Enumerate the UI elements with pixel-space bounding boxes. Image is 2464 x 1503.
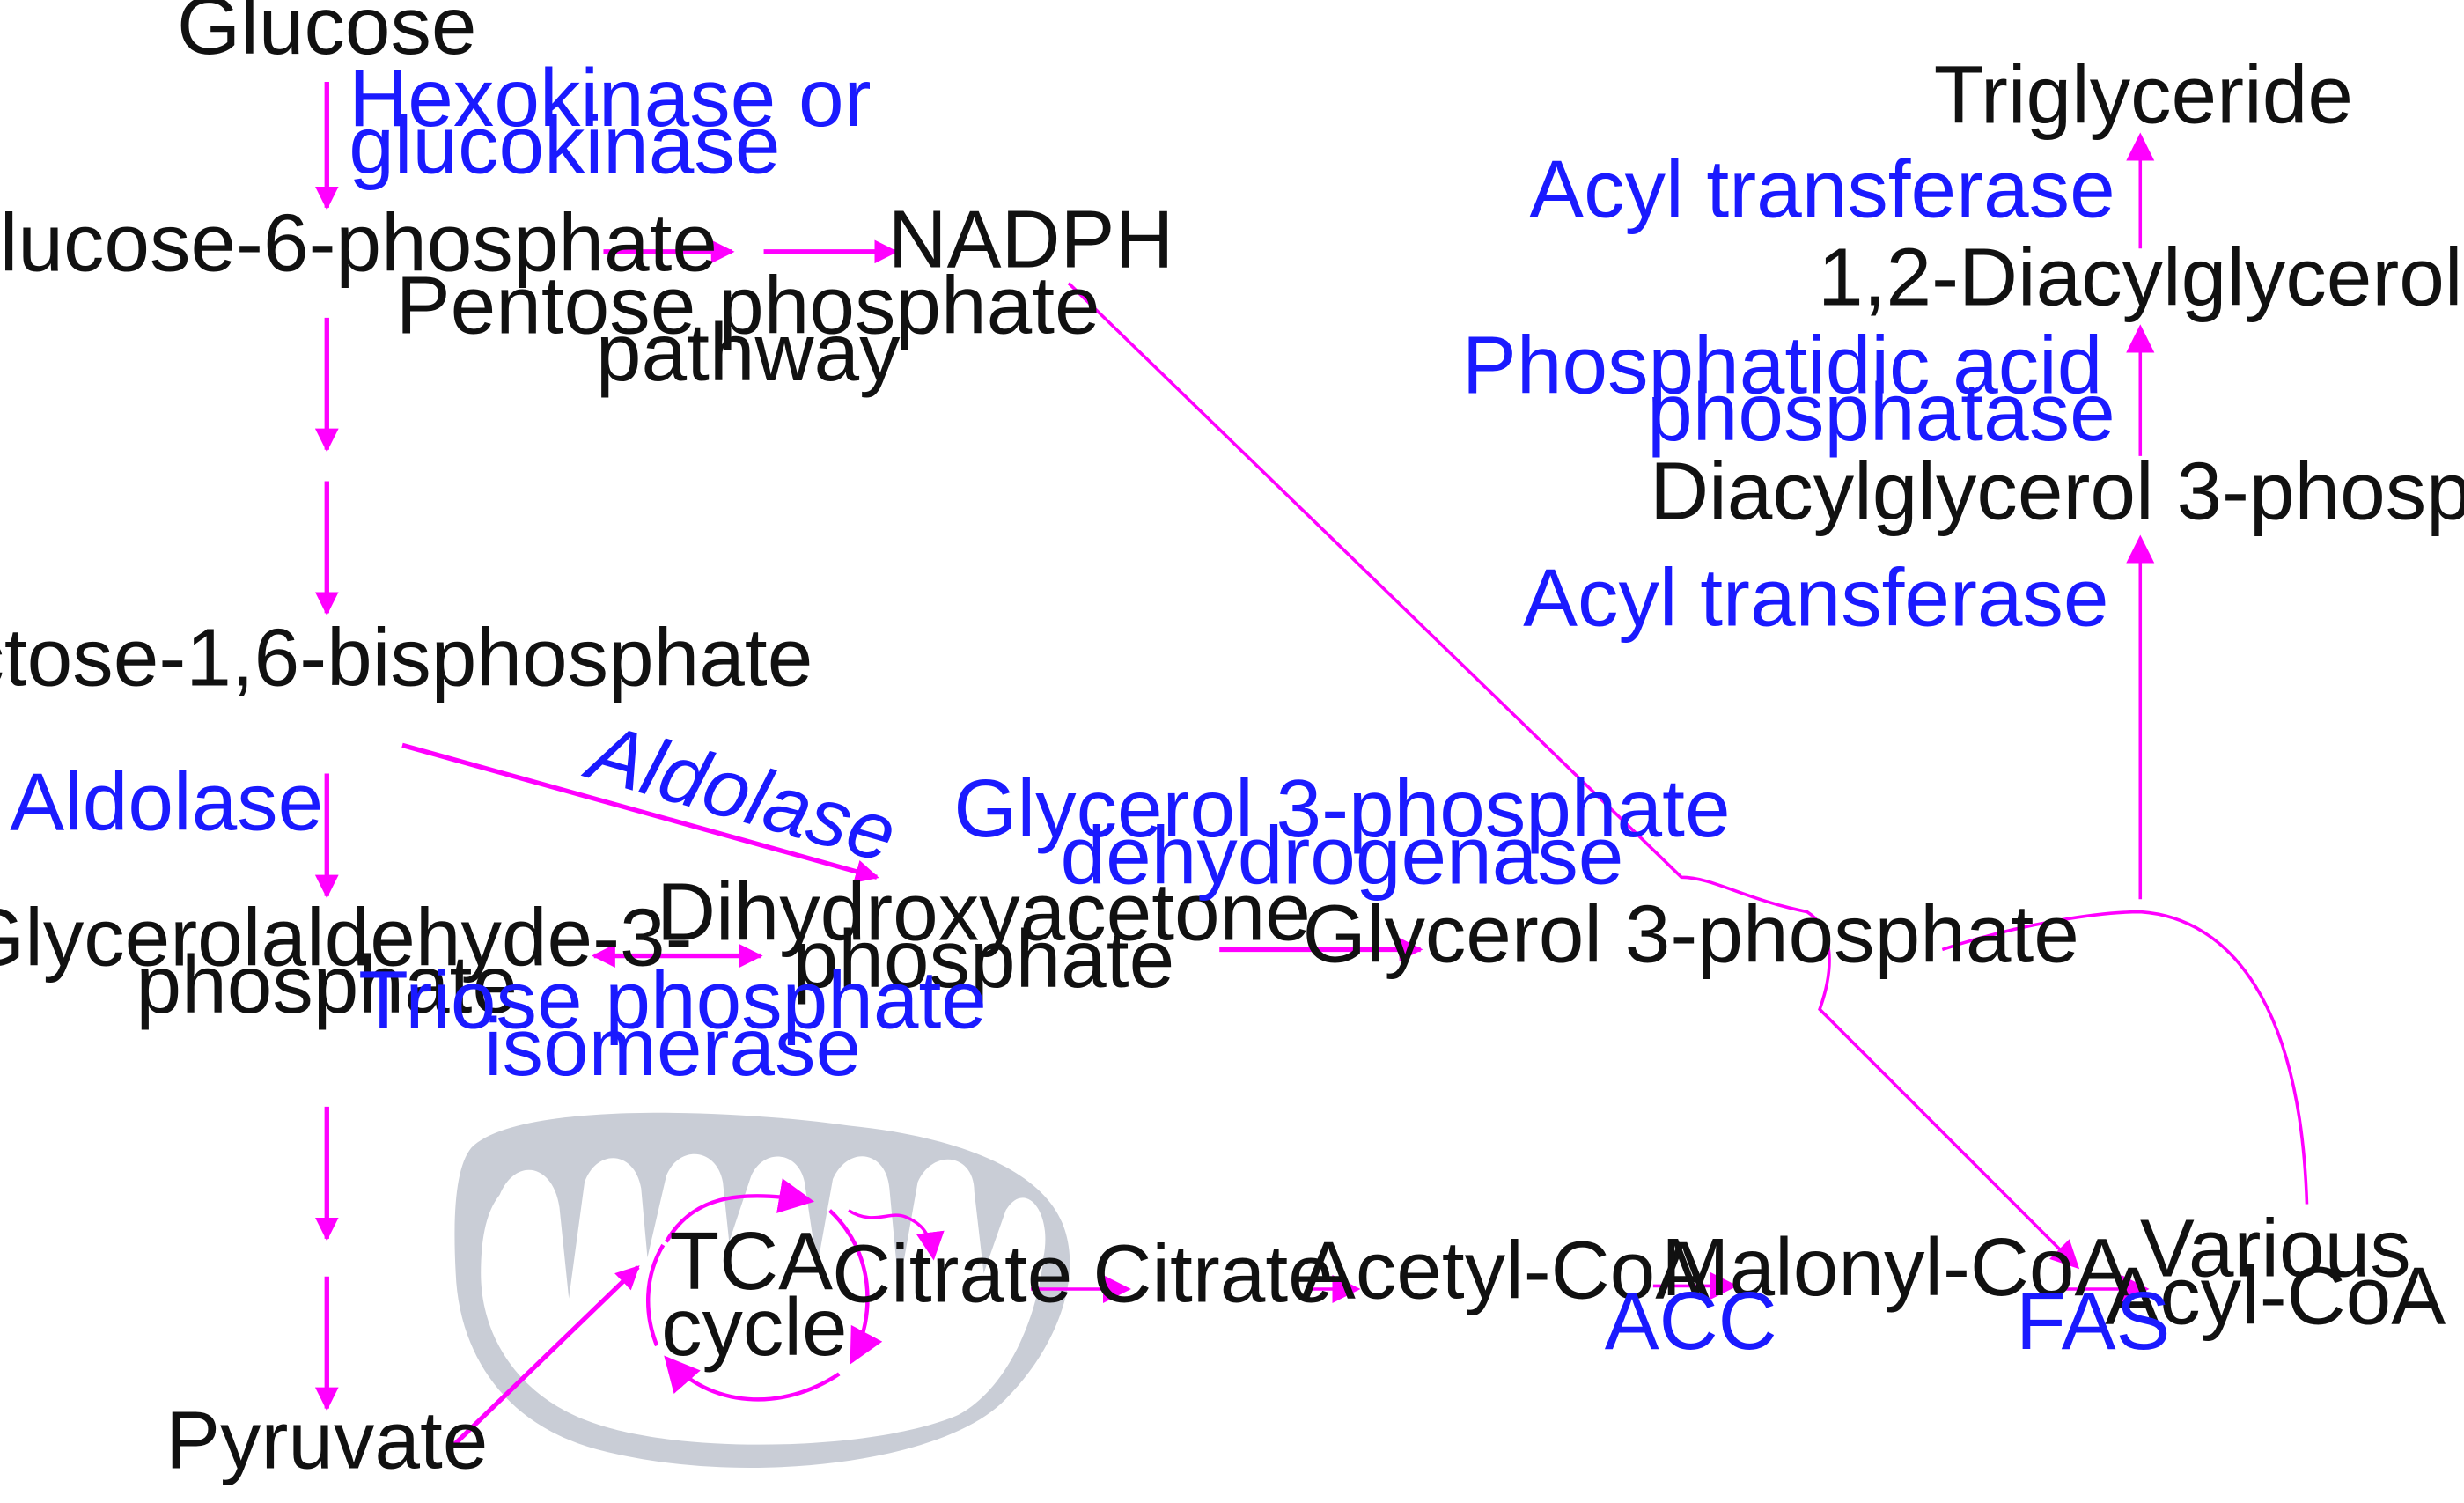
enzyme-acc: ACC bbox=[1605, 1275, 1777, 1367]
label-glucose: Glucose bbox=[177, 0, 476, 71]
enzyme-aldolase-left: Aldolase bbox=[10, 756, 323, 848]
label-tca-line-2: cycle bbox=[661, 1281, 847, 1373]
enzyme-hexokinase-line-1: Hexokinase or bbox=[349, 52, 871, 144]
label-acyl-coa-line-2: Acyl-CoA bbox=[2105, 1249, 2446, 1341]
pathway-arrows bbox=[401, 132, 2309, 1448]
label-fructose-bisphosphate: Fructose-1,6-bisphosphate bbox=[0, 612, 813, 704]
tca-cycle-circle-arrow-left bbox=[646, 1243, 666, 1347]
tca-cycle-circle-arrow-right bbox=[828, 1209, 883, 1365]
label-citrate-mitochondrial: Citrate bbox=[832, 1227, 1072, 1319]
label-glycerol-3-phosphate: Glycerol 3-phosphate bbox=[1303, 888, 2079, 980]
enzyme-g3pdh-line-1: Glycerol 3-phosphate bbox=[953, 763, 1730, 854]
label-citrate-cytosolic: Citrate bbox=[1092, 1227, 1333, 1319]
label-1-2-diacylglycerol: 1,2-Diacylglycerol bbox=[1818, 232, 2462, 323]
connector-glycerol3p-acylcoa-merge bbox=[1941, 910, 2309, 1205]
label-malonyl-coa: Malonyl-CoA bbox=[1661, 1221, 2129, 1313]
label-acetyl-coa: Acetyl-CoA bbox=[1301, 1225, 1710, 1316]
arrow-pyruvate-to-tca bbox=[451, 1265, 640, 1448]
label-ppp-line-2: pathway bbox=[596, 306, 901, 398]
enzyme-pap-line-1: Phosphatidic acid bbox=[1462, 320, 2103, 411]
label-pyruvate: Pyruvate bbox=[165, 1394, 488, 1485]
label-acyl-coa-line-1: Various bbox=[2140, 1203, 2411, 1294]
enzyme-aldolase-diagonal: Aldolase bbox=[576, 704, 907, 880]
label-dhap-line-1: Dihydroxyacetone bbox=[657, 866, 1311, 958]
label-g3p-line-1: Glycerolaldehyde-3- bbox=[0, 891, 693, 983]
enzyme-labels: Hexokinase or glucokinase Aldolase Aldol… bbox=[10, 52, 2170, 1367]
tca-cycle-circle-arrow-bottom bbox=[664, 1355, 841, 1402]
enzyme-triose-isomerase-line-1: Triose phosphate bbox=[358, 954, 987, 1046]
tca-to-citrate-arrow bbox=[847, 1209, 945, 1261]
label-glucose-6-phosphate: Glucose-6-phosphate bbox=[0, 196, 717, 288]
enzyme-acyl-transferase-lower: Acyl transferase bbox=[1523, 552, 2108, 644]
enzyme-triose-isomerase-line-2: isomerase bbox=[484, 1001, 861, 1093]
tca-cycle-circle-arrow-top bbox=[664, 1178, 815, 1243]
label-ppp-line-1: Pentose phosphate bbox=[396, 260, 1100, 351]
enzyme-g3pdh-line-2: dehydrogenase bbox=[1061, 809, 1624, 901]
enzyme-pap-line-2: phosphatase bbox=[1647, 366, 2115, 458]
label-tca-line-1: TCA bbox=[669, 1215, 833, 1307]
label-diacylglycerol-3-phosphate: Diacylglycerol 3-phosphate bbox=[1650, 445, 2464, 536]
mitochondrion bbox=[454, 1112, 1070, 1468]
enzyme-acyl-transferase-upper: Acyl transferase bbox=[1529, 144, 2115, 235]
label-nadph: NADPH bbox=[888, 194, 1174, 285]
mitochondrion-cristae bbox=[481, 1153, 1046, 1445]
label-g3p-line-2: phosphate bbox=[136, 939, 519, 1030]
arrow-aldolase-to-dhap bbox=[401, 742, 879, 883]
arrow-nadph-to-fas bbox=[1067, 282, 2080, 1270]
enzyme-fas: FAS bbox=[2016, 1275, 2170, 1367]
label-triglyceride: Triglyceride bbox=[1934, 48, 2353, 140]
label-dhap-line-2: phosphate bbox=[793, 913, 1175, 1005]
enzyme-hexokinase-line-2: glucokinase bbox=[349, 99, 780, 191]
